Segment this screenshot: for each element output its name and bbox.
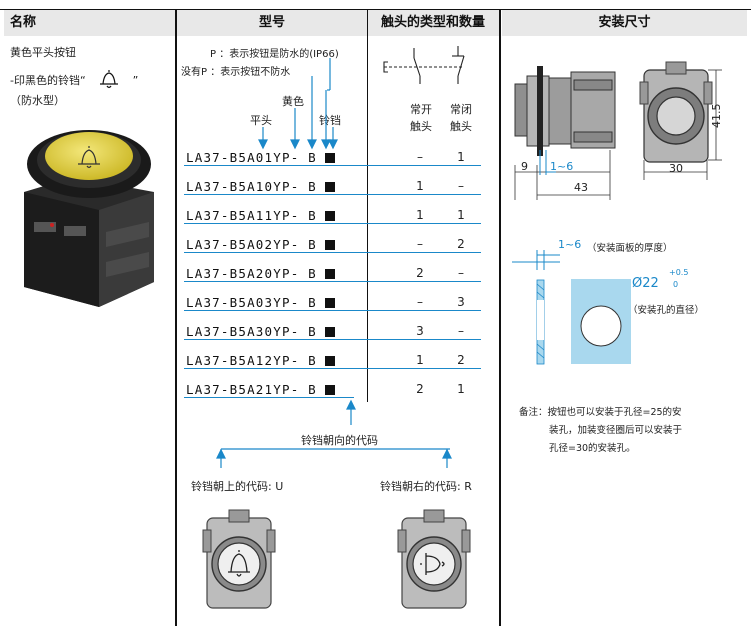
remark-line1: 备注：按钮也可以安装于孔径=25的安 <box>519 407 682 418</box>
table-row-model: LA37-B5A20YP- B <box>186 266 335 281</box>
orientation-up-drawing <box>202 509 276 609</box>
table-row-model: LA37-B5A11YP- B <box>186 208 335 223</box>
product-photo <box>24 130 154 307</box>
orientation-right-drawing <box>397 509 471 609</box>
dim-hole-dia: Ø22 <box>632 276 659 291</box>
remark-line3: 孔径=30的安装孔。 <box>549 443 636 454</box>
header-model: 型号 <box>177 10 367 36</box>
label-no-2: 触头 <box>410 120 432 133</box>
cell-nc: 1 <box>457 150 465 164</box>
row-divider <box>184 223 481 224</box>
table-row-model: LA37-B5A02YP- B <box>186 237 335 252</box>
row-divider <box>184 194 481 195</box>
legend-flat: 平头 <box>250 114 272 127</box>
product-name-line1: 黄色平头按钮 <box>10 46 76 59</box>
dim-hole-note: （安装孔的直径） <box>628 305 705 316</box>
row-divider <box>184 310 481 311</box>
cell-no: 1 <box>416 353 424 367</box>
cell-no: 3 <box>416 324 424 338</box>
cell-no: 1 <box>416 179 424 193</box>
row-divider <box>184 339 481 340</box>
legend-bell: 铃铛 <box>319 114 341 127</box>
dim-41-5: 41.5 <box>710 103 723 129</box>
dim-1-6: 1~6 <box>550 160 574 173</box>
label-nc-2: 触头 <box>450 120 472 133</box>
header-contact: 触头的类型和数量 <box>367 10 499 36</box>
table-row-model: LA37-B5A21YP- B <box>186 382 335 397</box>
dim-panel-note: （安装面板的厚度） <box>587 243 673 254</box>
dim-panel-range: 1~6 <box>558 238 582 251</box>
cell-no: – <box>417 237 423 251</box>
header-install: 安装尺寸 <box>502 10 747 36</box>
column-divider-2 <box>499 10 501 626</box>
cell-nc: – <box>458 324 464 338</box>
bell-symbol-icon <box>100 70 119 89</box>
dim-43: 43 <box>574 181 588 194</box>
contact-schematic <box>383 46 465 84</box>
cell-nc: – <box>458 266 464 280</box>
row-divider <box>184 368 481 369</box>
cell-nc: 1 <box>457 208 465 222</box>
product-name-line2b: ” <box>132 74 139 87</box>
front-view-drawing <box>639 61 713 163</box>
table-row-model: LA37-B5A10YP- B <box>186 179 335 194</box>
cell-nc: 3 <box>457 295 465 309</box>
product-name-line3: （防水型） <box>10 94 65 107</box>
dim-tol-zero: 0 <box>673 280 679 289</box>
legend-p: P ：表示按钮是防水的(IP66) <box>210 49 339 60</box>
orientation-title: 铃铛朝向的代码 <box>301 434 378 447</box>
row-divider <box>184 397 354 398</box>
label-no-1: 常开 <box>410 103 432 116</box>
cell-no: – <box>417 295 423 309</box>
remark-line2: 装孔，加装变径圈后可以安装于 <box>549 425 683 436</box>
cell-nc: 1 <box>457 382 465 396</box>
side-view-drawing <box>514 66 616 156</box>
dim-tol-plus: +0.5 <box>669 268 689 277</box>
table-row-model: LA37-B5A01YP- B <box>186 150 335 165</box>
product-name-line2a: -印黑色的铃铛“ <box>10 74 86 87</box>
legend-yellow: 黄色 <box>282 95 304 108</box>
label-nc-1: 常闭 <box>450 103 472 116</box>
legend-no-p: 没有P ：表示按钮不防水 <box>181 67 291 78</box>
table-row-model: LA37-B5A30YP- B <box>186 324 335 339</box>
row-divider <box>184 165 481 166</box>
top-rule <box>0 9 751 10</box>
orientation-right-label: 铃铛朝右的代码: R <box>380 480 472 493</box>
cell-no: – <box>417 150 423 164</box>
row-divider <box>184 281 481 282</box>
column-divider-1 <box>175 10 177 626</box>
orientation-up-label: 铃铛朝上的代码: U <box>191 480 284 493</box>
table-row-model: LA37-B5A12YP- B <box>186 353 335 368</box>
cell-no: 2 <box>416 266 424 280</box>
table-row-model: LA37-B5A03YP- B <box>186 295 335 310</box>
mounting-hole <box>580 305 622 347</box>
dim-30: 30 <box>669 162 683 175</box>
dim-9: 9 <box>521 160 528 173</box>
cell-no: 1 <box>416 208 424 222</box>
column-divider-inner <box>367 10 368 402</box>
row-divider <box>184 252 481 253</box>
header-name: 名称 <box>4 10 180 36</box>
cell-nc: 2 <box>457 237 465 251</box>
cell-nc: 2 <box>457 353 465 367</box>
cell-nc: – <box>458 179 464 193</box>
cell-no: 2 <box>416 382 424 396</box>
